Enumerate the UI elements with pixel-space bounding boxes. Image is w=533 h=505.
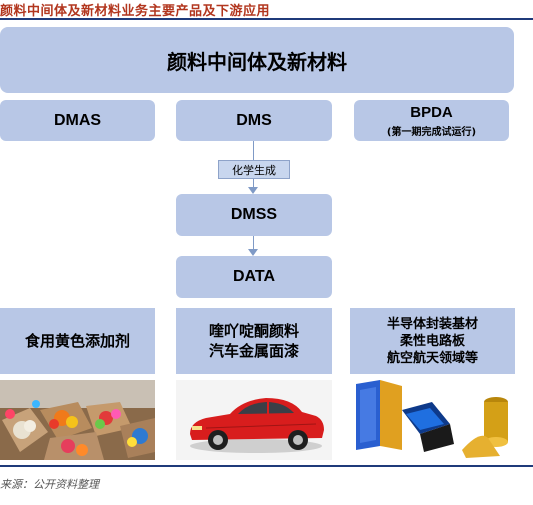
top-category-box: 颜料中间体及新材料	[0, 27, 514, 93]
connector-dmss-data	[253, 236, 254, 250]
app-material-line1: 半导体封装基材	[386, 316, 478, 332]
process-label: 化学生成	[232, 163, 276, 177]
bpda-label: BPDA	[410, 103, 453, 121]
app-food-label: 食用黄色添加剂	[24, 332, 130, 350]
app-pigment-line1: 喹吖啶酮颜料	[208, 322, 299, 340]
dms-box: DMS	[176, 100, 332, 141]
process-tag: 化学生成	[218, 160, 290, 179]
data-label: DATA	[232, 268, 276, 285]
bottom-rule	[0, 465, 533, 467]
bpda-box: BPDA (第一期完成试运行)	[354, 100, 509, 141]
dmss-box: DMSS	[176, 194, 332, 236]
page-title: 颜料中间体及新材料业务主要产品及下游应用	[0, 4, 271, 19]
bpda-note: (第一期完成试运行)	[386, 126, 477, 138]
app-pigment-box: 喹吖啶酮颜料 汽车金属面漆	[176, 308, 332, 374]
dms-label: DMS	[236, 111, 272, 129]
app-food-box: 食用黄色添加剂	[0, 308, 155, 374]
app-material-line3: 航空航天领域等	[386, 350, 478, 366]
app-pigment-line2: 汽车金属面漆	[208, 342, 299, 360]
arrow-to-dmss	[248, 187, 258, 194]
top-category-label: 颜料中间体及新材料	[167, 49, 347, 74]
dmas-box: DMAS	[0, 100, 155, 141]
source-note: 来源：公开资料整理	[0, 478, 99, 491]
top-rule	[0, 18, 533, 20]
dmas-label: DMAS	[53, 111, 102, 129]
material-image	[350, 380, 520, 460]
car-image	[176, 380, 332, 460]
app-material-line2: 柔性电路板	[399, 333, 465, 349]
app-material-box: 半导体封装基材 柔性电路板 航空航天领域等	[350, 308, 515, 374]
data-box: DATA	[176, 256, 332, 298]
arrow-to-data	[248, 249, 258, 256]
candy-image	[0, 380, 155, 460]
dmss-label: DMSS	[230, 206, 278, 223]
